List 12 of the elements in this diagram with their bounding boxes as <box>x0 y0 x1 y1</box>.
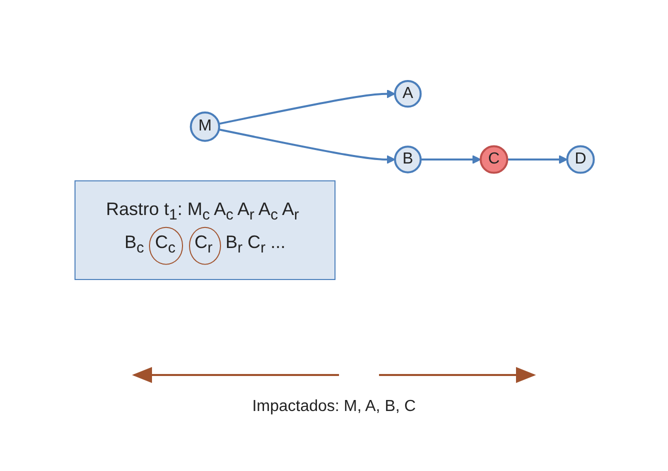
highlight-ellipse: C$_{c}$ <box>148 226 184 264</box>
arrow <box>420 154 481 164</box>
node-circle: M <box>189 111 220 142</box>
node-circle: A <box>394 80 422 108</box>
highlight-ellipse: C$_{r}$ <box>188 226 220 264</box>
node-circle: B <box>394 145 422 174</box>
node-circle: D <box>566 144 594 174</box>
arrow <box>218 128 395 164</box>
arrow <box>506 154 568 164</box>
caption-text: Impactados: M, A, B, C <box>252 398 416 416</box>
arrow <box>218 89 395 125</box>
node-circle: C <box>479 144 508 174</box>
